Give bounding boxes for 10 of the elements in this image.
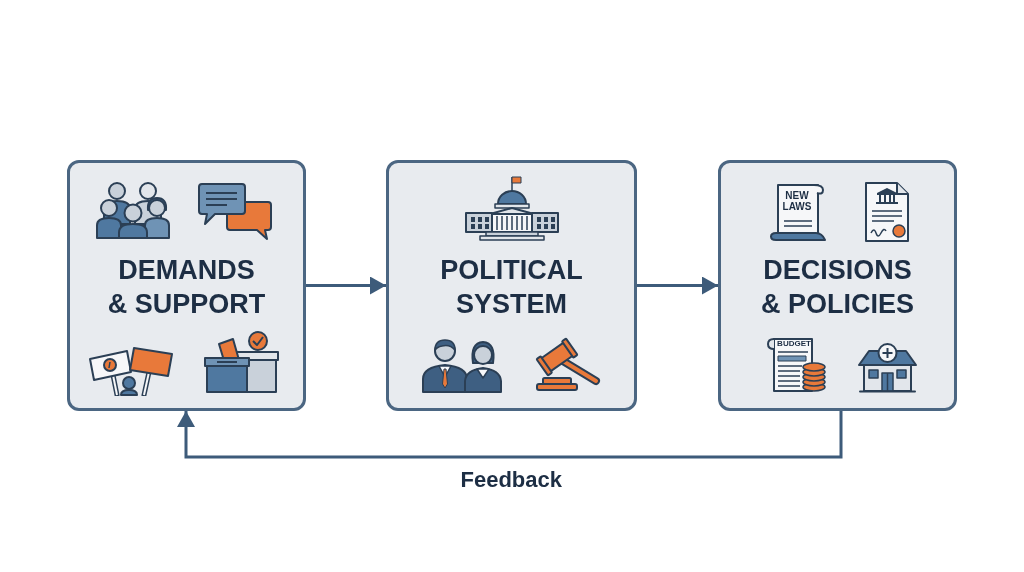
box-heading: DECISIONS & POLICIES <box>760 254 915 321</box>
box-heading: POLITICAL SYSTEM <box>439 254 584 321</box>
arrow <box>306 276 386 295</box>
document-heading: BUDGET <box>776 339 812 348</box>
box-heading: DEMANDS & SUPPORT <box>106 254 267 321</box>
arrow <box>637 276 718 295</box>
process-box <box>718 160 957 411</box>
process-box <box>386 160 637 411</box>
scroll-title: NEW LAWS <box>781 190 813 212</box>
process-box <box>67 160 306 411</box>
